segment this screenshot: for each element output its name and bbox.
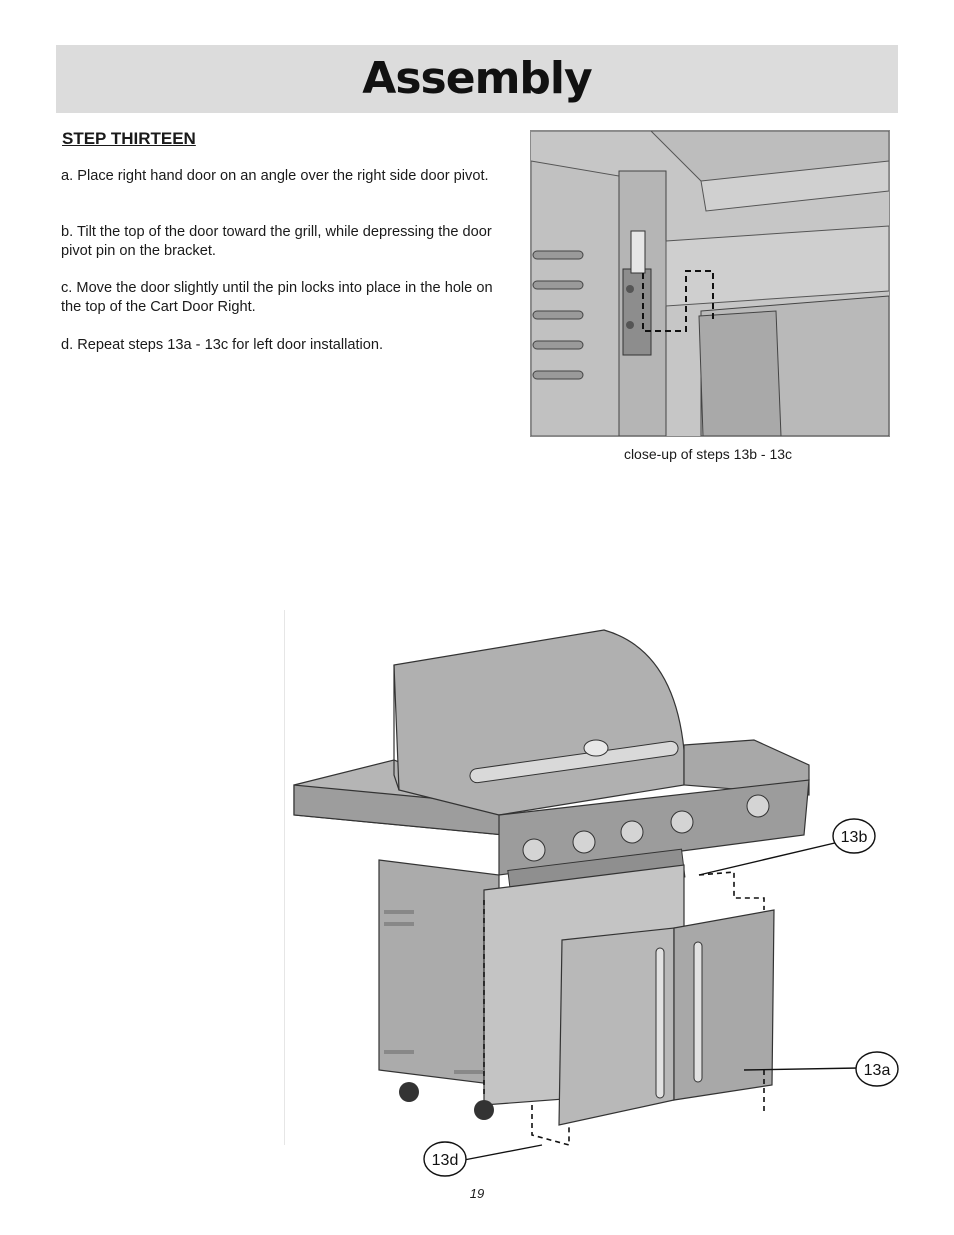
grill-illustration: [283, 610, 904, 1170]
page-number: 19: [469, 1186, 485, 1201]
header-banner: Assembly: [56, 45, 898, 113]
callout-13b: 13b: [832, 818, 876, 854]
closeup-caption: close-up of steps 13b - 13c: [623, 446, 793, 462]
instruction-d: d. Repeat steps 13a - 13c for left door …: [61, 337, 384, 353]
callout-13d: 13d: [423, 1141, 467, 1177]
page-title: Assembly: [362, 53, 592, 104]
closeup-drawing: [530, 130, 890, 437]
grill-drawing: [283, 610, 860, 1161]
instruction-a: a. Place right hand door on an angle ove…: [61, 168, 489, 184]
callout-13d-label: 13d: [432, 1152, 459, 1169]
step-title: STEP THIRTEEN: [62, 129, 196, 148]
callout-13b-label: 13b: [841, 829, 868, 846]
instruction-b: b. Tilt the top of the door toward the g…: [61, 224, 492, 259]
callout-13a: 13a: [855, 1051, 899, 1087]
instruction-c: c. Move the door slightly until the pin …: [61, 280, 493, 315]
closeup-illustration: [530, 130, 890, 437]
callout-13a-label: 13a: [864, 1062, 891, 1079]
